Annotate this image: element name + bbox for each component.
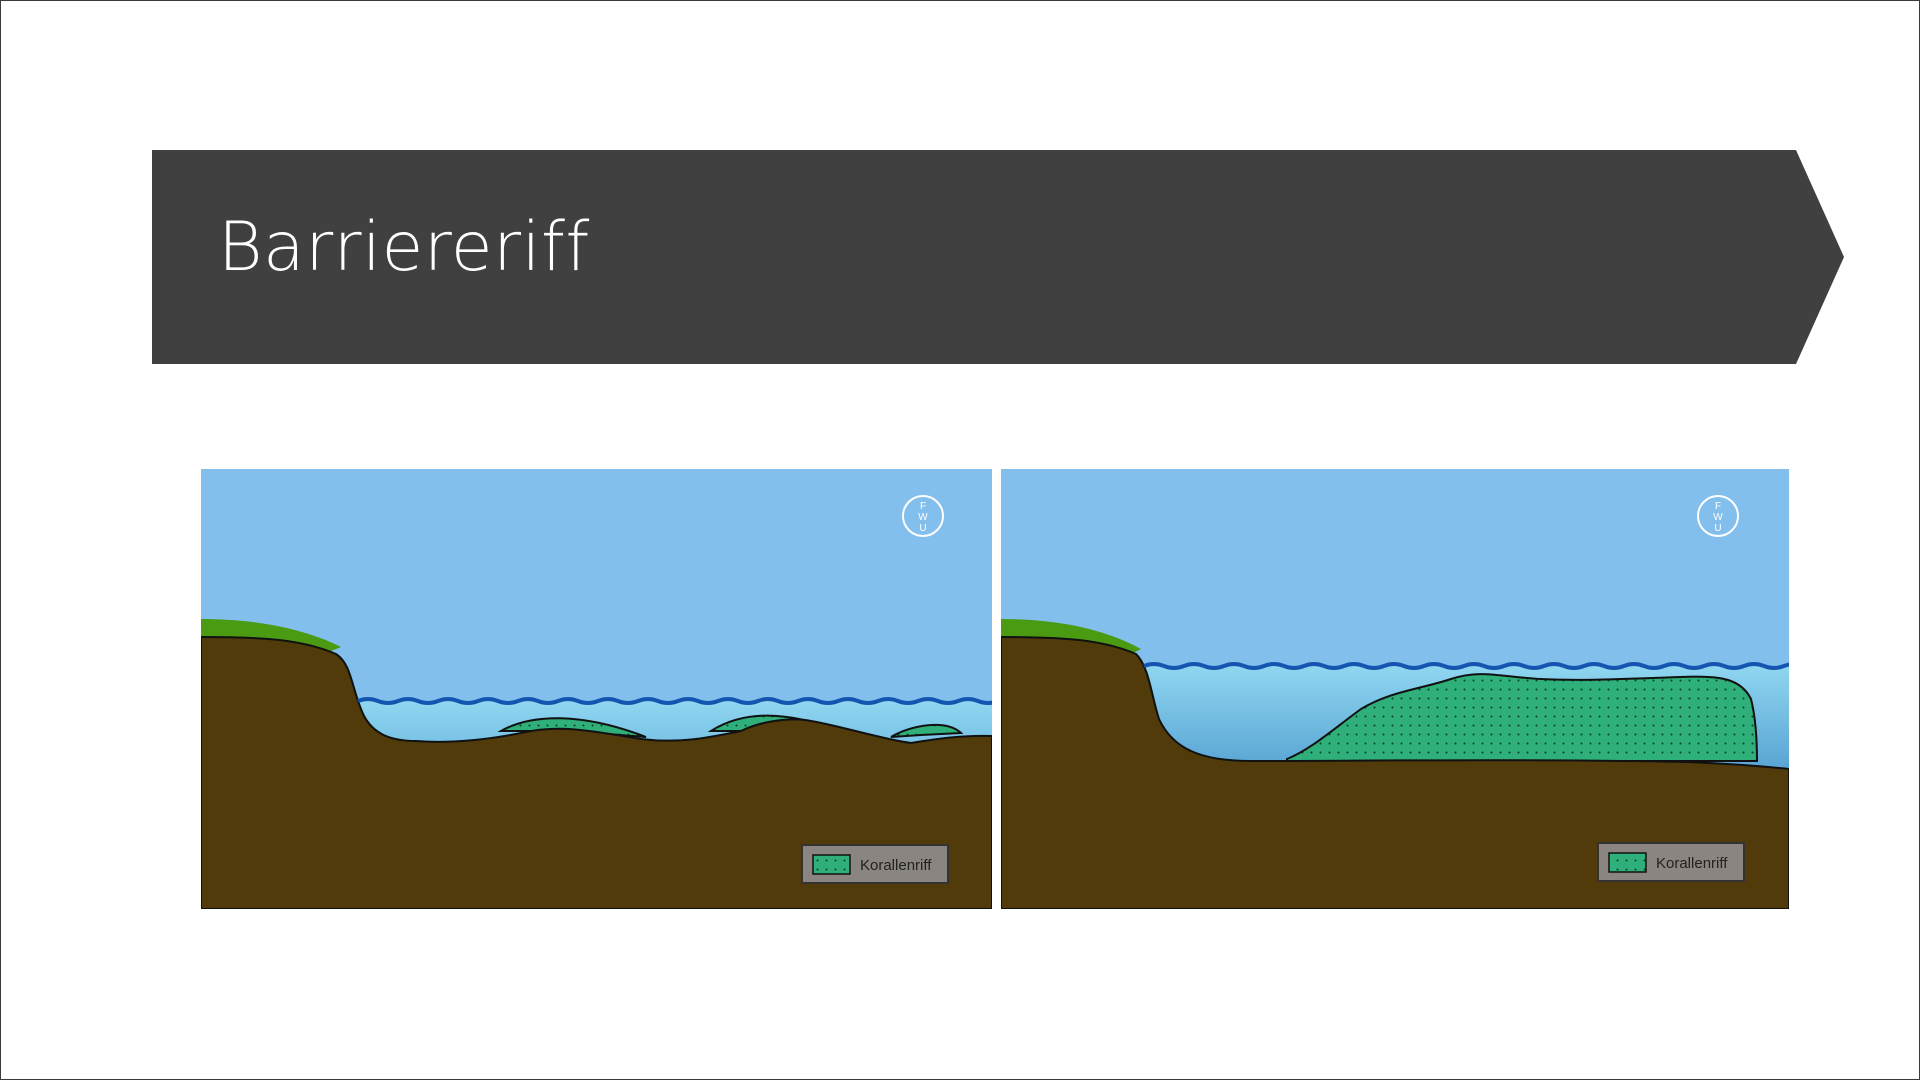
wave-line xyxy=(357,697,992,705)
legend-box: Korallenriff xyxy=(1597,842,1745,882)
legend-swatch xyxy=(812,854,851,875)
legend-label: Korallenriff xyxy=(1656,855,1728,872)
legend-swatch xyxy=(1608,852,1647,873)
logo-letter-f: F xyxy=(1715,501,1721,512)
ground xyxy=(1001,635,1789,909)
legend-box: Korallenriff xyxy=(801,844,949,884)
fwu-logo: F W U xyxy=(902,495,944,537)
reef-mound-1 xyxy=(497,717,647,738)
diagram-panel-early: F W U Korallenriff xyxy=(201,469,992,909)
logo-letter-f: F xyxy=(920,501,926,512)
barrier-reef xyxy=(1286,673,1759,762)
logo-letter-w: W xyxy=(918,512,928,523)
wave-line xyxy=(1143,662,1789,670)
ground xyxy=(201,635,992,909)
grass xyxy=(201,619,341,651)
banner-arrow-shape xyxy=(152,150,1844,364)
reef-mound-3 xyxy=(890,723,964,738)
legend-label: Korallenriff xyxy=(860,857,932,874)
diagram-panel-late: F W U Korallenriff xyxy=(1001,469,1789,909)
title-banner: Barriereriff xyxy=(152,150,1844,364)
logo-letter-w: W xyxy=(1713,512,1723,523)
fwu-logo: F W U xyxy=(1697,495,1739,537)
slide-title: Barriereriff xyxy=(218,208,590,287)
logo-letter-u: U xyxy=(1714,523,1721,534)
logo-letter-u: U xyxy=(919,523,926,534)
